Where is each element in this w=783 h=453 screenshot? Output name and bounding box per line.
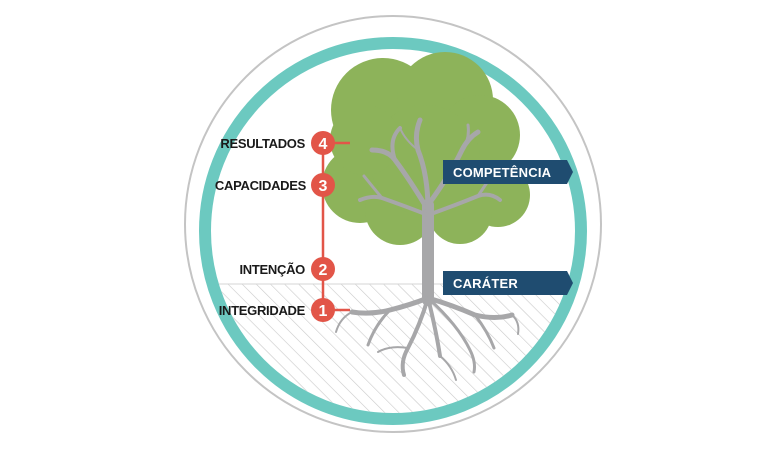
banner-carater-label: CARÁTER [453,276,518,291]
step-label-resultados: RESULTADOS [220,136,305,151]
step-number: 1 [319,303,328,320]
banner-carater: CARÁTER [443,271,573,295]
step-label-integridade: INTEGRIDADE [219,303,306,318]
step-1: 1 INTEGRIDADE [219,298,335,322]
step-label-intencao: INTENÇÃO [240,262,306,277]
step-badge [311,173,335,197]
step-badge [311,131,335,155]
step-number: 2 [319,262,328,279]
step-badge [311,257,335,281]
step-4: 4 RESULTADOS [220,131,335,155]
step-2: 2 INTENÇÃO [240,257,335,281]
tree-roots [335,295,520,381]
tree-trunk [358,117,502,306]
tree-canopy [322,52,530,245]
step-3: 3 CAPACIDADES [215,173,335,197]
step-number: 4 [319,136,328,153]
banner-competencia: COMPETÊNCIA [443,160,573,184]
banner-competencia-label: COMPETÊNCIA [453,165,552,180]
step-number: 3 [319,178,328,195]
step-badge [311,298,335,322]
step-label-capacidades: CAPACIDADES [215,178,307,193]
